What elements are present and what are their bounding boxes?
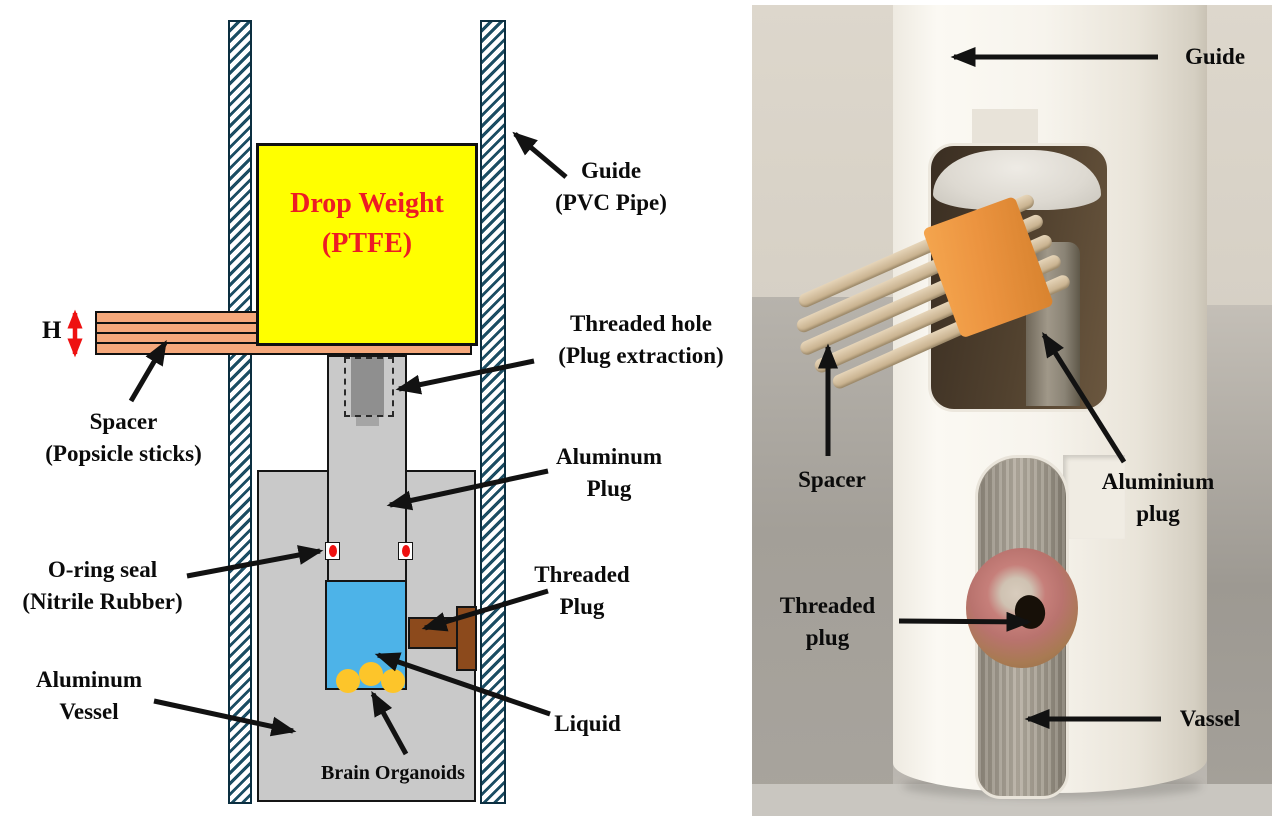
threaded-plug-bar xyxy=(408,617,458,649)
oring-right xyxy=(398,542,413,560)
guide-pipe-left-hatched xyxy=(228,20,252,804)
photo-label-threaded-plug: Threaded plug xyxy=(765,590,890,654)
label-threaded-hole-line1: Threaded hole xyxy=(569,311,713,336)
label-threaded-hole: Threaded hole (Plug extraction) xyxy=(536,308,746,372)
label-threaded-hole-line2: (Plug extraction) xyxy=(558,343,724,368)
label-liquid: Liquid xyxy=(554,711,621,736)
brain-organoid-1 xyxy=(336,669,360,693)
threaded-plug-flange xyxy=(456,606,477,671)
drop-weight-label-line2: (PTFE) xyxy=(321,228,413,259)
oring-right-seal xyxy=(401,545,410,557)
label-threaded-plug: Threaded Plug xyxy=(502,559,662,623)
brain-organoid-3 xyxy=(381,669,405,693)
label-oring-seal-line2: (Nitrile Rubber) xyxy=(22,589,183,614)
drop-weight-label-line1: Drop Weight xyxy=(290,188,444,219)
label-spacer-line2: (Popsicle sticks) xyxy=(45,441,202,466)
guide-pipe-right-hatched xyxy=(480,20,506,804)
photo-step-cutout xyxy=(1063,455,1125,539)
label-threaded-plug-line2: Plug xyxy=(559,594,605,619)
label-guide-line2: (PVC Pipe) xyxy=(555,190,667,215)
photo-label-spacer: Spacer xyxy=(798,467,866,492)
oring-left-seal xyxy=(328,545,337,557)
oring-left xyxy=(325,542,340,560)
photo-pipe-notch xyxy=(972,109,1038,147)
label-aluminum-plug-line2: Plug xyxy=(586,476,632,501)
label-spacer-line1: Spacer xyxy=(89,409,158,434)
label-spacer: Spacer (Popsicle sticks) xyxy=(21,406,226,470)
arrow-threaded-hole xyxy=(395,358,535,395)
photo-label-guide: Guide xyxy=(1184,44,1246,69)
threaded-hole-shape xyxy=(351,357,384,417)
label-aluminum-vessel-line2: Vessel xyxy=(59,699,119,724)
threaded-hole-dashed-outline xyxy=(344,357,394,417)
photo-label-aluminium-plug-line2: plug xyxy=(1136,501,1180,526)
photo-label-aluminium-plug: Aluminium plug xyxy=(1078,466,1238,530)
label-brain-organoids: Brain Organoids xyxy=(321,762,465,784)
label-aluminum-plug: Aluminum Plug xyxy=(529,441,689,505)
photo-panel xyxy=(752,5,1272,816)
photo-label-threaded-plug-line1: Threaded xyxy=(779,593,876,618)
label-oring-seal-line1: O-ring seal xyxy=(47,557,158,582)
photo-background-left xyxy=(752,297,893,816)
label-threaded-plug-line1: Threaded xyxy=(534,562,630,587)
label-aluminum-vessel: Aluminum Vessel xyxy=(8,664,170,728)
photo-label-threaded-plug-line2: plug xyxy=(805,625,850,650)
label-guide-line1: Guide xyxy=(580,158,642,183)
label-aluminum-plug-line1: Aluminum xyxy=(555,444,663,469)
brain-organoid-2 xyxy=(359,662,383,686)
label-guide: Guide (PVC Pipe) xyxy=(531,155,691,219)
drop-weight-block: Drop Weight (PTFE) xyxy=(256,143,478,346)
threaded-hole-tab xyxy=(356,415,379,426)
height-marker-label: H xyxy=(42,317,62,344)
photo-label-vassel: Vassel xyxy=(1179,706,1241,731)
photo-label-aluminium-plug-line1: Aluminium xyxy=(1101,469,1215,494)
photo-background-right xyxy=(1207,305,1272,816)
label-aluminum-vessel-line1: Aluminum xyxy=(35,667,143,692)
label-oring-seal: O-ring seal (Nitrile Rubber) xyxy=(0,554,205,618)
